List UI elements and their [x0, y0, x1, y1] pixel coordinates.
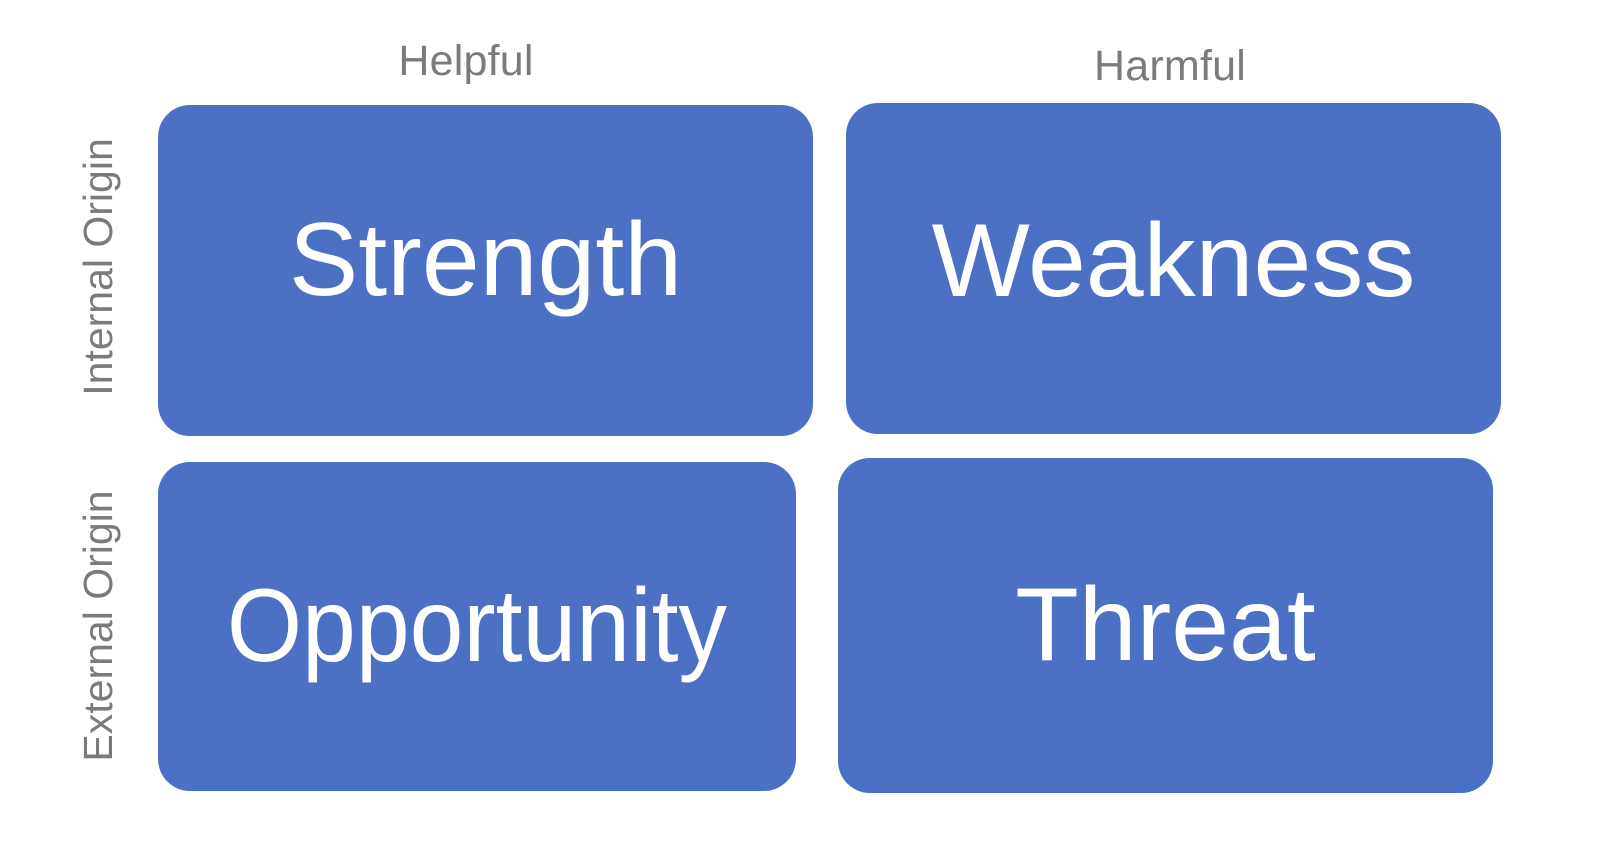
quadrant-strength-label: Strength	[288, 201, 683, 318]
quadrant-threat[interactable]: Threat	[838, 458, 1493, 793]
column-header-harmful: Harmful	[1094, 42, 1246, 90]
row-label-internal-origin: Internal Origin	[75, 138, 121, 396]
quadrant-threat-label: Threat	[1015, 566, 1316, 683]
quadrant-weakness-label: Weakness	[931, 202, 1416, 319]
quadrant-strength[interactable]: Strength	[158, 105, 813, 436]
column-header-helpful: Helpful	[398, 37, 534, 85]
quadrant-opportunity-label: Opportunity	[227, 567, 727, 684]
row-label-external-origin: External Origin	[75, 490, 121, 762]
quadrant-weakness[interactable]: Weakness	[846, 103, 1501, 434]
quadrant-opportunity[interactable]: Opportunity	[158, 462, 796, 791]
